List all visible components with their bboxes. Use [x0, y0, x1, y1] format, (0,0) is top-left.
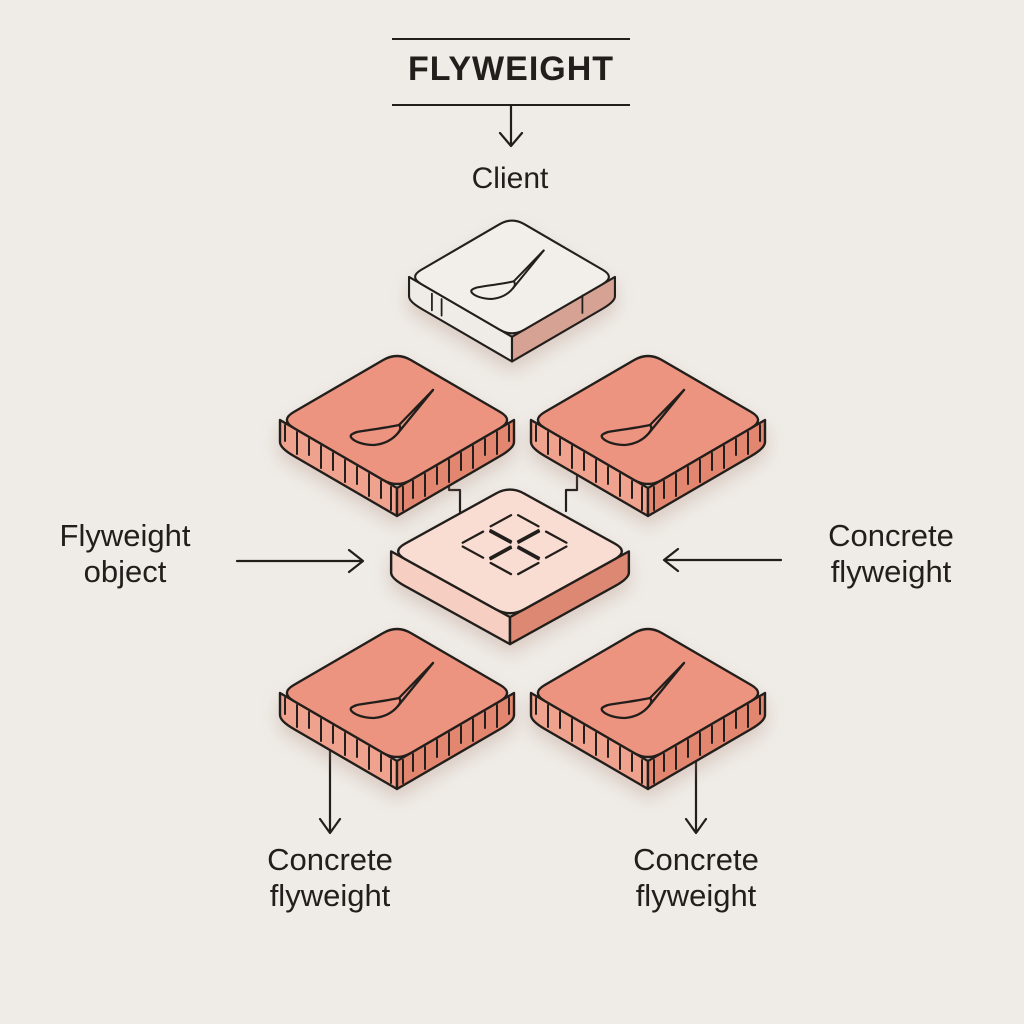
concrete-flyweight-label-bottom-left: Concrete flyweight [219, 842, 441, 914]
label-line: flyweight [269, 878, 391, 913]
label-line: flyweight [635, 878, 757, 913]
flyweight-object-arrow [235, 548, 365, 574]
label-line: Flyweight [59, 518, 191, 553]
tile-slab [407, 219, 617, 363]
label-line: Concrete [828, 518, 954, 553]
title-rule-bottom [392, 104, 630, 106]
tile-slab [389, 488, 631, 646]
client-tile [402, 210, 622, 365]
label-line: object [83, 554, 167, 589]
concrete-flyweight-arrow [662, 547, 783, 573]
label-line: flyweight [830, 554, 952, 589]
label-line: Concrete [633, 842, 759, 877]
title-rule-top [392, 38, 630, 40]
flyweight-object-label: Flyweight object [14, 518, 236, 590]
title-to-client-arrow [498, 104, 524, 148]
page-title: FLYWEIGHT [407, 50, 615, 88]
client-label: Client [471, 162, 549, 195]
tile-slab [278, 627, 516, 791]
flyweight-object-tile [383, 478, 637, 648]
concrete-flyweight-label-right: Concrete flyweight [780, 518, 1002, 590]
tile-slab [529, 627, 767, 791]
concrete-flyweight-label-bottom-right: Concrete flyweight [585, 842, 807, 914]
label-line: Concrete [267, 842, 393, 877]
